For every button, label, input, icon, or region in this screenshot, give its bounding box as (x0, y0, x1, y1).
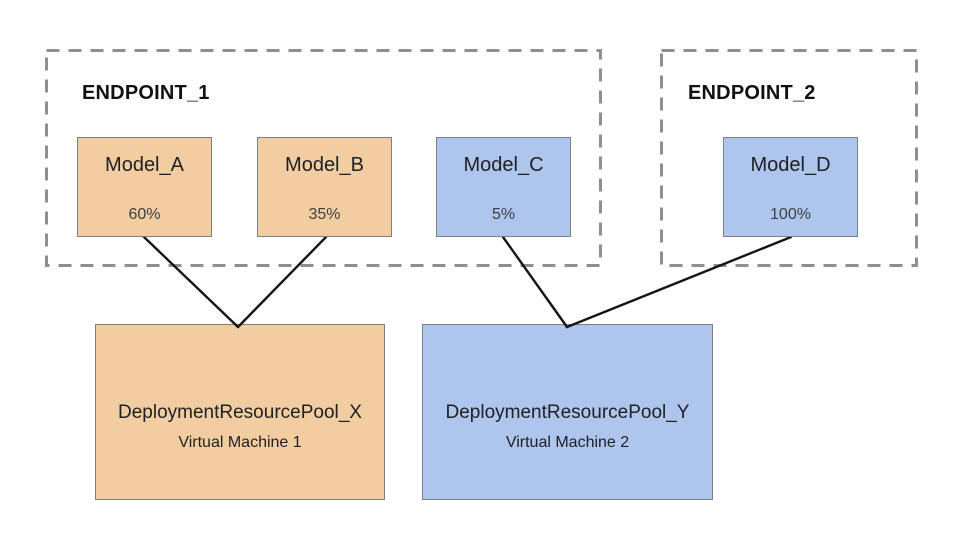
endpoint-1-label: ENDPOINT_1 (82, 82, 210, 104)
resource-pool-y-name: DeploymentResourcePool_Y (445, 402, 690, 423)
resource-pool-y-machine: Virtual Machine 2 (505, 434, 630, 451)
model-b-name: Model_B (285, 154, 364, 176)
model-d-name: Model_D (750, 154, 831, 176)
model-box-model-a: Model_A 60% (77, 137, 212, 237)
model-box-model-c: Model_C 5% (436, 137, 571, 237)
model-b-traffic-split: 35% (308, 206, 341, 223)
model-d-traffic-split: 100% (770, 206, 811, 223)
model-c-name: Model_C (463, 154, 544, 176)
resource-pool-x-machine: Virtual Machine 1 (178, 434, 302, 451)
resource-pool-y-box: DeploymentResourcePool_Y Virtual Machine… (422, 324, 713, 500)
endpoint-2-label: ENDPOINT_2 (688, 82, 816, 104)
endpoint-1-group: ENDPOINT_1 Model_A 60% Model_B 35% Model… (45, 49, 602, 267)
resource-pool-x-box: DeploymentResourcePool_X Virtual Machine… (95, 324, 385, 500)
model-a-traffic-split: 60% (128, 206, 161, 223)
model-a-name: Model_A (105, 154, 184, 176)
resource-pool-x-name: DeploymentResourcePool_X (118, 402, 362, 423)
model-box-model-d: Model_D 100% (723, 137, 858, 237)
endpoint-2-group: ENDPOINT_2 Model_D 100% (660, 49, 918, 267)
model-box-model-b: Model_B 35% (257, 137, 392, 237)
model-c-traffic-split: 5% (491, 206, 516, 223)
